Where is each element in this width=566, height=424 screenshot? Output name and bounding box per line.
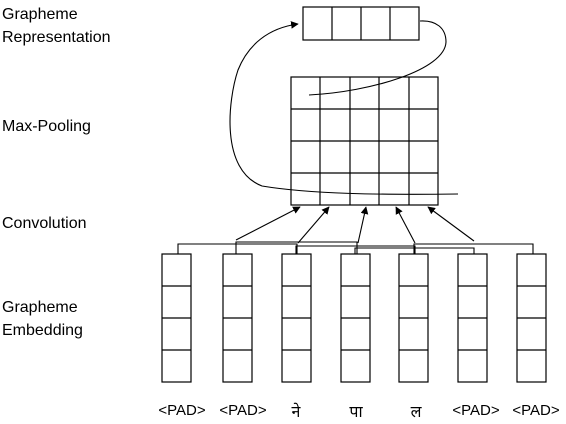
token-pad-1: <PAD> xyxy=(158,402,206,419)
embedding-column-5 xyxy=(398,253,429,383)
token-la: ल xyxy=(410,402,422,421)
convolution-label: Convolution xyxy=(2,215,87,232)
bracket-5 xyxy=(413,243,534,254)
embedding-column-6 xyxy=(457,253,488,383)
embedding-column-4 xyxy=(340,253,371,383)
grapheme-embedding-label: Grapheme Embedding xyxy=(2,299,83,339)
grapheme-representation-label: Grapheme Representation xyxy=(2,6,111,46)
conv-arrow-1 xyxy=(235,206,301,241)
bracket-1 xyxy=(177,243,298,254)
embedding-column-3 xyxy=(281,253,312,383)
curve-row-to-output xyxy=(308,20,447,96)
token-pad-2: <PAD> xyxy=(219,402,267,419)
conv-arrow-4 xyxy=(395,206,416,244)
pooling-flow-curves xyxy=(229,20,459,195)
token-ne: ने xyxy=(291,402,301,421)
token-paa: पा xyxy=(349,402,363,421)
convolution-arrows xyxy=(235,206,475,244)
curve-grid-to-output xyxy=(229,21,459,195)
conv-arrow-5 xyxy=(427,206,475,242)
max-pooling-grid xyxy=(290,76,439,206)
embedding-columns xyxy=(161,253,547,383)
token-pad-4: <PAD> xyxy=(512,402,560,419)
conv-arrow-3 xyxy=(357,206,369,244)
embedding-column-7 xyxy=(516,253,547,383)
embedding-column-2 xyxy=(222,253,253,383)
grapheme-representation-vector xyxy=(302,6,420,41)
token-pad-3: <PAD> xyxy=(452,402,500,419)
max-pooling-label: Max-Pooling xyxy=(2,118,91,135)
embedding-column-1 xyxy=(161,253,192,383)
bracket-3 xyxy=(295,245,416,254)
convolution-brackets xyxy=(177,241,534,254)
conv-arrow-2 xyxy=(297,206,330,244)
